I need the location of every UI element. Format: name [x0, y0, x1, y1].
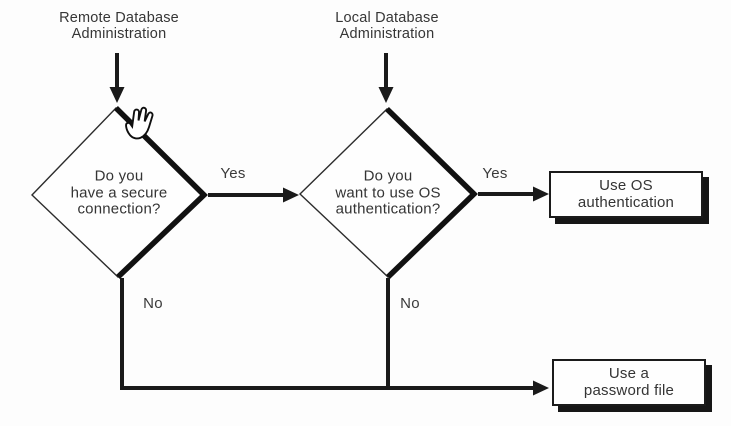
hand-cursor-icon	[125, 106, 154, 140]
arrow-remote-to-decision1	[109, 53, 125, 103]
arrow-yes-decision2-to-os-auth-box	[478, 186, 549, 202]
decision-diamond-os-authentication	[298, 107, 478, 279]
result-box-use-os-authentication: Use OS authentication	[549, 171, 703, 218]
decision-text-secure-connection: Do you have a secure connection?	[70, 167, 168, 218]
result-box-use-password-file: Use a password file	[552, 359, 706, 406]
yes-label-2: Yes	[482, 165, 508, 182]
decision-text-os-authentication: Do you want to use OS authentication?	[335, 167, 441, 218]
arrow-local-to-decision2	[378, 53, 394, 103]
arrow-yes-decision1-to-decision2	[208, 187, 299, 203]
arrow-no-to-password-file-box	[120, 278, 549, 396]
no-label-2: No	[400, 295, 420, 312]
local-database-administration-label: Local Database Administration	[335, 10, 439, 42]
decision-diamond-secure-connection	[31, 106, 208, 279]
remote-database-administration-label: Remote Database Administration	[59, 10, 179, 42]
yes-label-1: Yes	[220, 165, 246, 182]
no-label-1: No	[143, 295, 163, 312]
